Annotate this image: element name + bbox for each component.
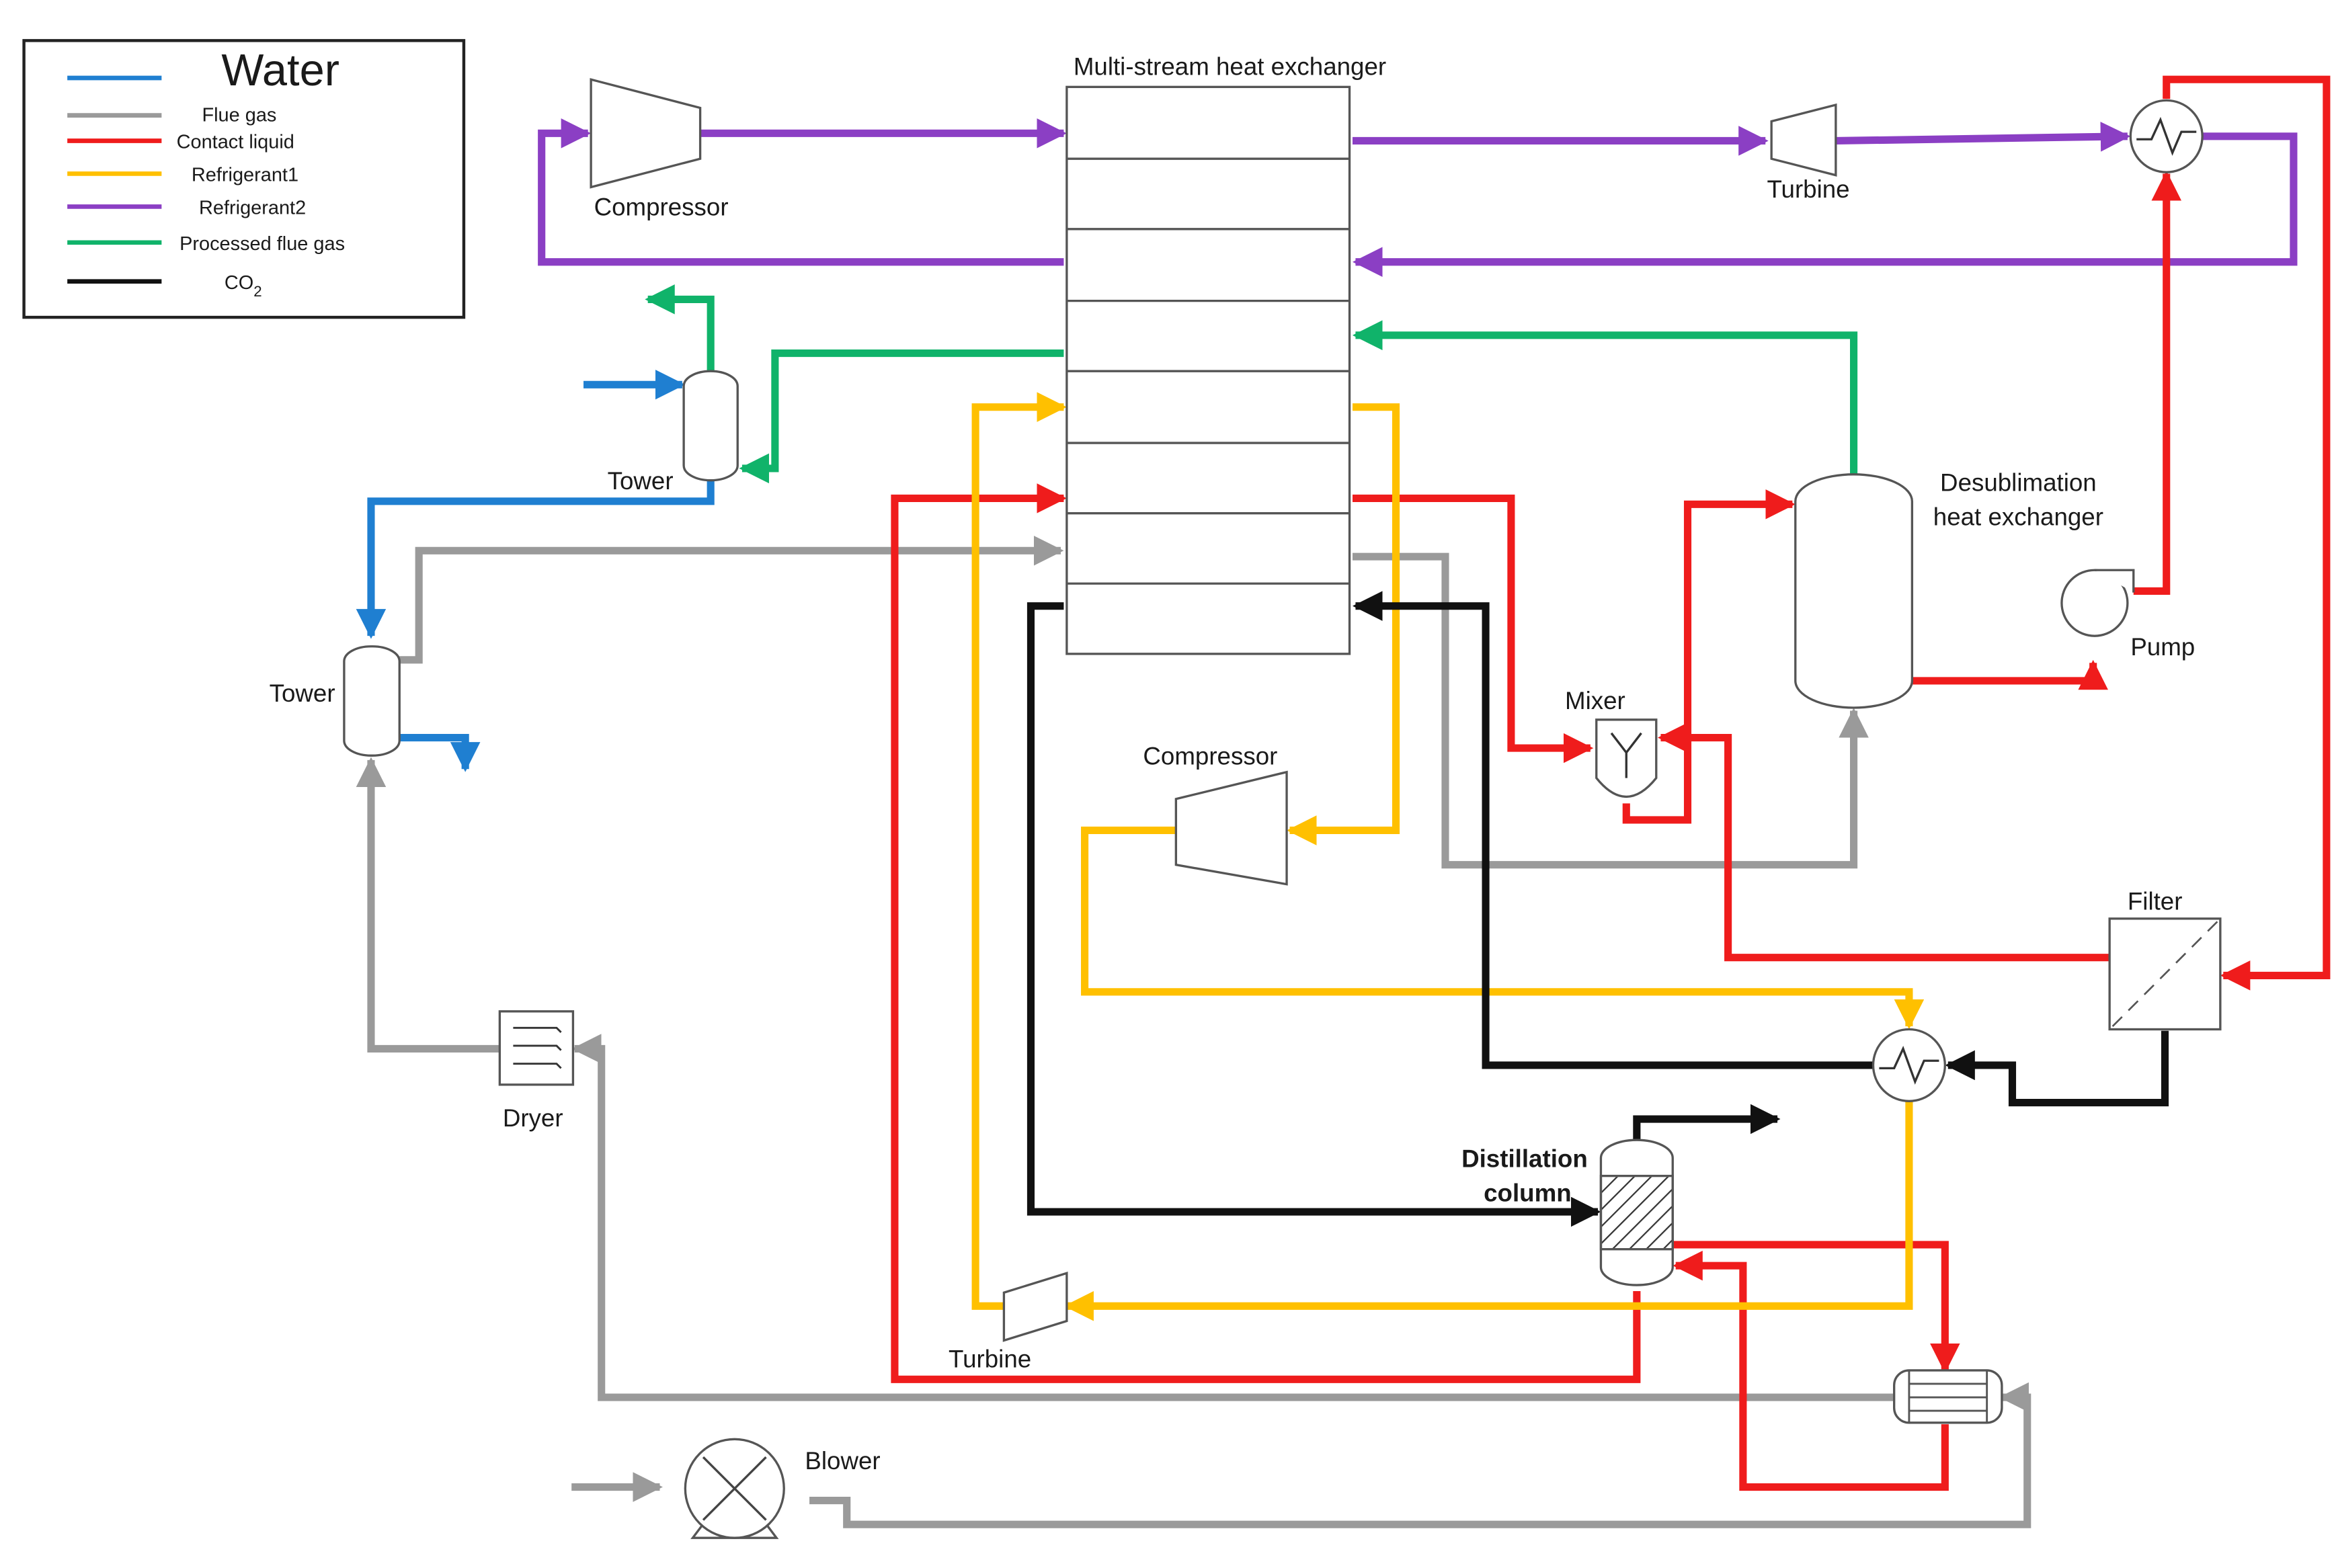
legend-label: Refrigerant2 — [199, 198, 306, 219]
blower — [684, 1438, 785, 1539]
filter — [2108, 917, 2222, 1031]
legend-label: Water — [221, 46, 339, 95]
stream-water — [356, 369, 715, 772]
compressor-top — [590, 78, 702, 189]
stream-co2 — [1027, 591, 2169, 1227]
legend-label: Processed flue gas — [179, 233, 345, 255]
label-compressor-middle: Compressor — [1143, 743, 1277, 770]
label-distillation-line2: column — [1484, 1179, 1572, 1206]
legend-item-flue-gas: Flue gas — [67, 105, 276, 126]
label-desublimation-line2: heat exchanger — [1933, 503, 2103, 530]
legend: Water Flue gas Contact liquid Refrigeran… — [22, 39, 466, 319]
compressor-middle — [1174, 770, 1288, 886]
tower-lower — [343, 645, 401, 757]
legend-item-water: Water — [67, 46, 339, 95]
heat-exchanger-top-right — [2129, 99, 2204, 173]
label-distillation-line1: Distillation — [1461, 1145, 1588, 1172]
stream-contact-liquid — [891, 75, 2331, 1491]
legend-label: Flue gas — [202, 105, 276, 126]
stream-flue-gas — [356, 536, 2031, 1528]
legend-label: CO2 — [225, 272, 262, 300]
label-blower: Blower — [805, 1447, 880, 1475]
label-pump: Pump — [2130, 633, 2195, 661]
label-desublimation-line1: Desublimation — [1940, 468, 2097, 496]
legend-label: Refrigerant1 — [192, 165, 298, 186]
label-mixer: Mixer — [1565, 687, 1625, 714]
legend-item-co2: CO2 — [67, 272, 262, 300]
label-tower-upper: Tower — [608, 467, 674, 495]
label-compressor-top: Compressor — [594, 194, 729, 221]
turbine-top — [1770, 103, 1837, 177]
tower-upper — [682, 370, 739, 482]
legend-item-refrigerant1: Refrigerant1 — [67, 165, 298, 186]
multi-stream-heat-exchanger — [1065, 85, 1351, 655]
stream-processed-flue-gas — [645, 284, 1858, 484]
legend-item-processed-flue-gas: Processed flue gas — [67, 233, 345, 255]
legend-label: Contact liquid — [177, 132, 294, 153]
legend-item-refrigerant2: Refrigerant2 — [67, 198, 306, 219]
stream-refrigerant1 — [971, 392, 1925, 1321]
stream-refrigerant2 — [538, 118, 2298, 278]
shell-tube-heat-exchanger — [1892, 1369, 2003, 1424]
distillation-column — [1599, 1139, 1674, 1286]
dryer — [498, 1010, 575, 1086]
pump — [2060, 569, 2135, 637]
label-turbine-top: Turbine — [1767, 175, 1849, 203]
turbine-bottom — [1002, 1272, 1068, 1342]
label-tower-lower: Tower — [270, 679, 335, 707]
heat-exchanger-middle — [1872, 1028, 1947, 1103]
labels: Multi-stream heat exchanger Compressor T… — [270, 53, 2196, 1475]
mixer — [1595, 718, 1658, 798]
label-filter: Filter — [2128, 887, 2183, 915]
legend-item-contact-liquid: Contact liquid — [67, 132, 294, 153]
label-multi-stream-heat-exchanger: Multi-stream heat exchanger — [1074, 53, 1386, 81]
label-dryer: Dryer — [503, 1104, 563, 1132]
desublimation-heat-exchanger — [1794, 473, 1914, 709]
label-turbine-bottom: Turbine — [949, 1346, 1031, 1373]
